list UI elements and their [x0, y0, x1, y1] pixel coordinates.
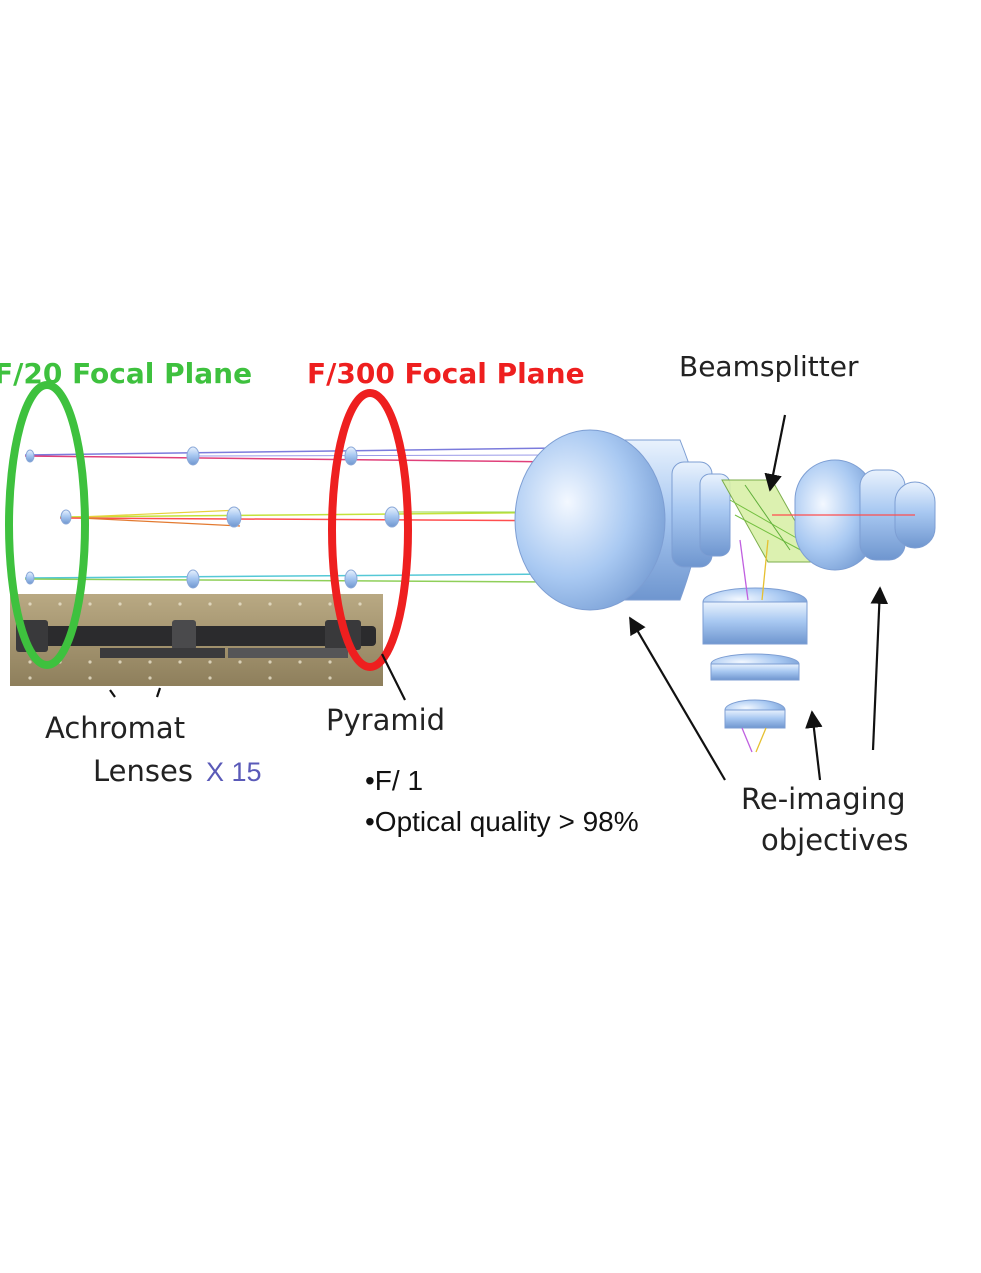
- achromat-label: Achromat: [45, 711, 186, 745]
- pyramid-spec-quality: •Optical quality > 98%: [365, 806, 639, 837]
- achromat-lens-elements: [25, 446, 242, 589]
- down-ray-bundle: [739, 539, 769, 753]
- ray-bundle-bottom: [24, 573, 561, 583]
- ray-bundle-top: [24, 447, 561, 463]
- main-objective: [514, 429, 731, 611]
- annotation-arrows: [109, 414, 889, 781]
- objectives-label: objectives: [761, 823, 909, 857]
- right-reimaging-objective: [772, 459, 936, 571]
- beamsplitter-element: [721, 479, 819, 563]
- f20-focal-plane-label: F/20 Focal Plane: [0, 357, 253, 390]
- f300-focal-plane-label: F/300 Focal Plane: [307, 357, 585, 390]
- beamsplitter-label: Beamsplitter: [679, 350, 859, 383]
- pyramid-label: Pyramid: [326, 703, 446, 737]
- pyramid-elements: [344, 446, 400, 589]
- f20-focal-plane-ring: [5, 381, 89, 669]
- f300-focal-plane-ring: [328, 389, 412, 671]
- lens-count-label: X 15: [206, 757, 262, 787]
- lower-reimaging-objective: [702, 587, 808, 729]
- pyramid-spec-f-ratio: •F/ 1: [365, 765, 424, 796]
- lenses-label: Lenses: [93, 754, 193, 788]
- reimaging-label: Re-imaging: [741, 782, 906, 816]
